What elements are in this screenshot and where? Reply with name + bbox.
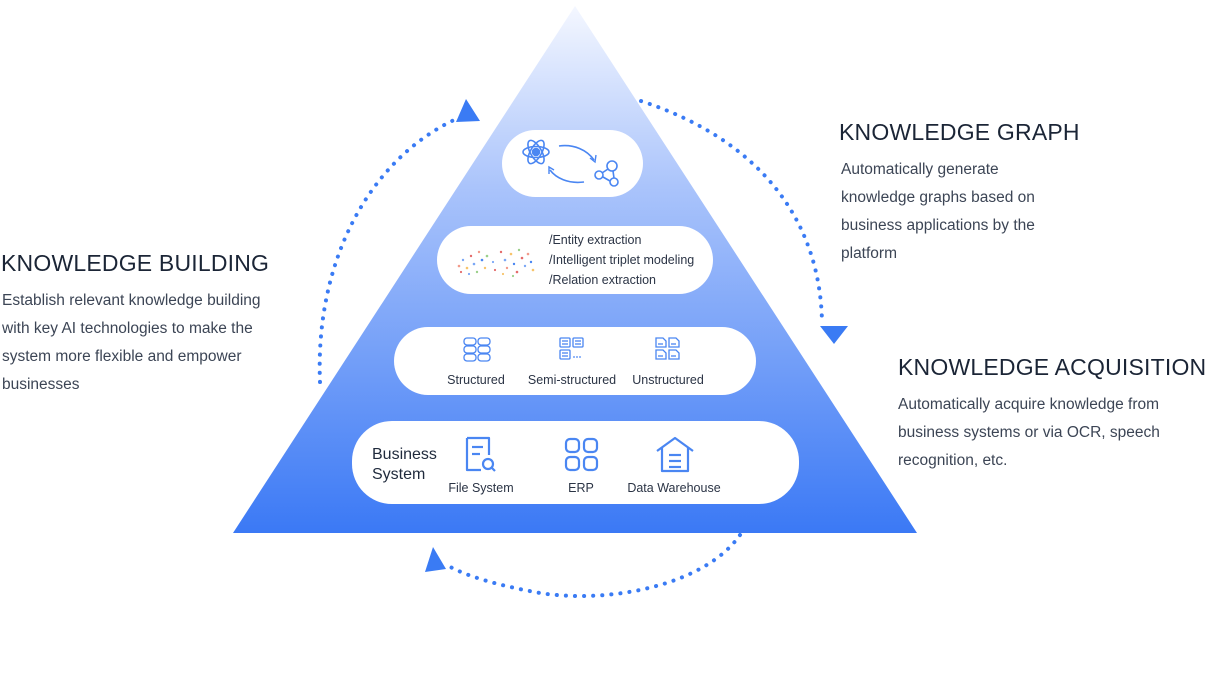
data-type-unstructured-label: Unstructured [632,373,704,387]
scatter-points-icon [457,248,535,278]
business-erp-label: ERP [568,481,594,495]
knowledge-building-description: Establish relevant knowledge building wi… [2,292,261,393]
knowledge-building-title: KNOWLEDGE BUILDING [1,250,270,276]
knowledge-acquisition-title: KNOWLEDGE ACQUISITION [898,354,1207,380]
data-type-structured-label: Structured [447,373,505,387]
knowledge-graph-title: KNOWLEDGE GRAPH [839,119,1080,145]
grid-apps-icon [564,437,599,472]
cycle-arc-bottom [442,533,742,599]
data-type-semi-structured-label: Semi-structured [527,373,617,387]
layer-business-system: Business System File System ERP Data War… [352,421,799,504]
knowledge-graph-description: Automatically generate knowledge graphs … [841,161,1035,262]
semi-structured-doc-icon [559,337,584,360]
unstructured-doc-icon [655,337,680,360]
arrow-head-right [820,326,848,344]
business-data-warehouse-label: Data Warehouse [627,481,721,495]
arrow-head-left [456,99,480,122]
cycle-arc-left [317,118,456,384]
layer-data-types: Structured Semi-structured Unstructured [394,327,756,395]
arrow-head-bottom [425,547,446,572]
file-search-icon [465,436,496,472]
layer-extraction: /Entity extraction /Intelligent triplet … [437,226,713,294]
business-system-title: Business System [372,446,437,483]
graph-cycle-icon [522,139,619,187]
extraction-item-triplet: /Intelligent triplet modeling [549,253,695,267]
knowledge-acquisition-description: Automatically acquire knowledge from bus… [898,396,1160,469]
extraction-item-relation: /Relation extraction [549,273,657,287]
layer-graph [502,130,643,197]
cycle-arc-top-right [639,99,824,324]
extraction-item-entity: /Entity extraction [549,233,642,247]
business-file-system-label: File System [448,481,514,495]
warehouse-icon [656,436,694,473]
database-icon [463,337,491,362]
